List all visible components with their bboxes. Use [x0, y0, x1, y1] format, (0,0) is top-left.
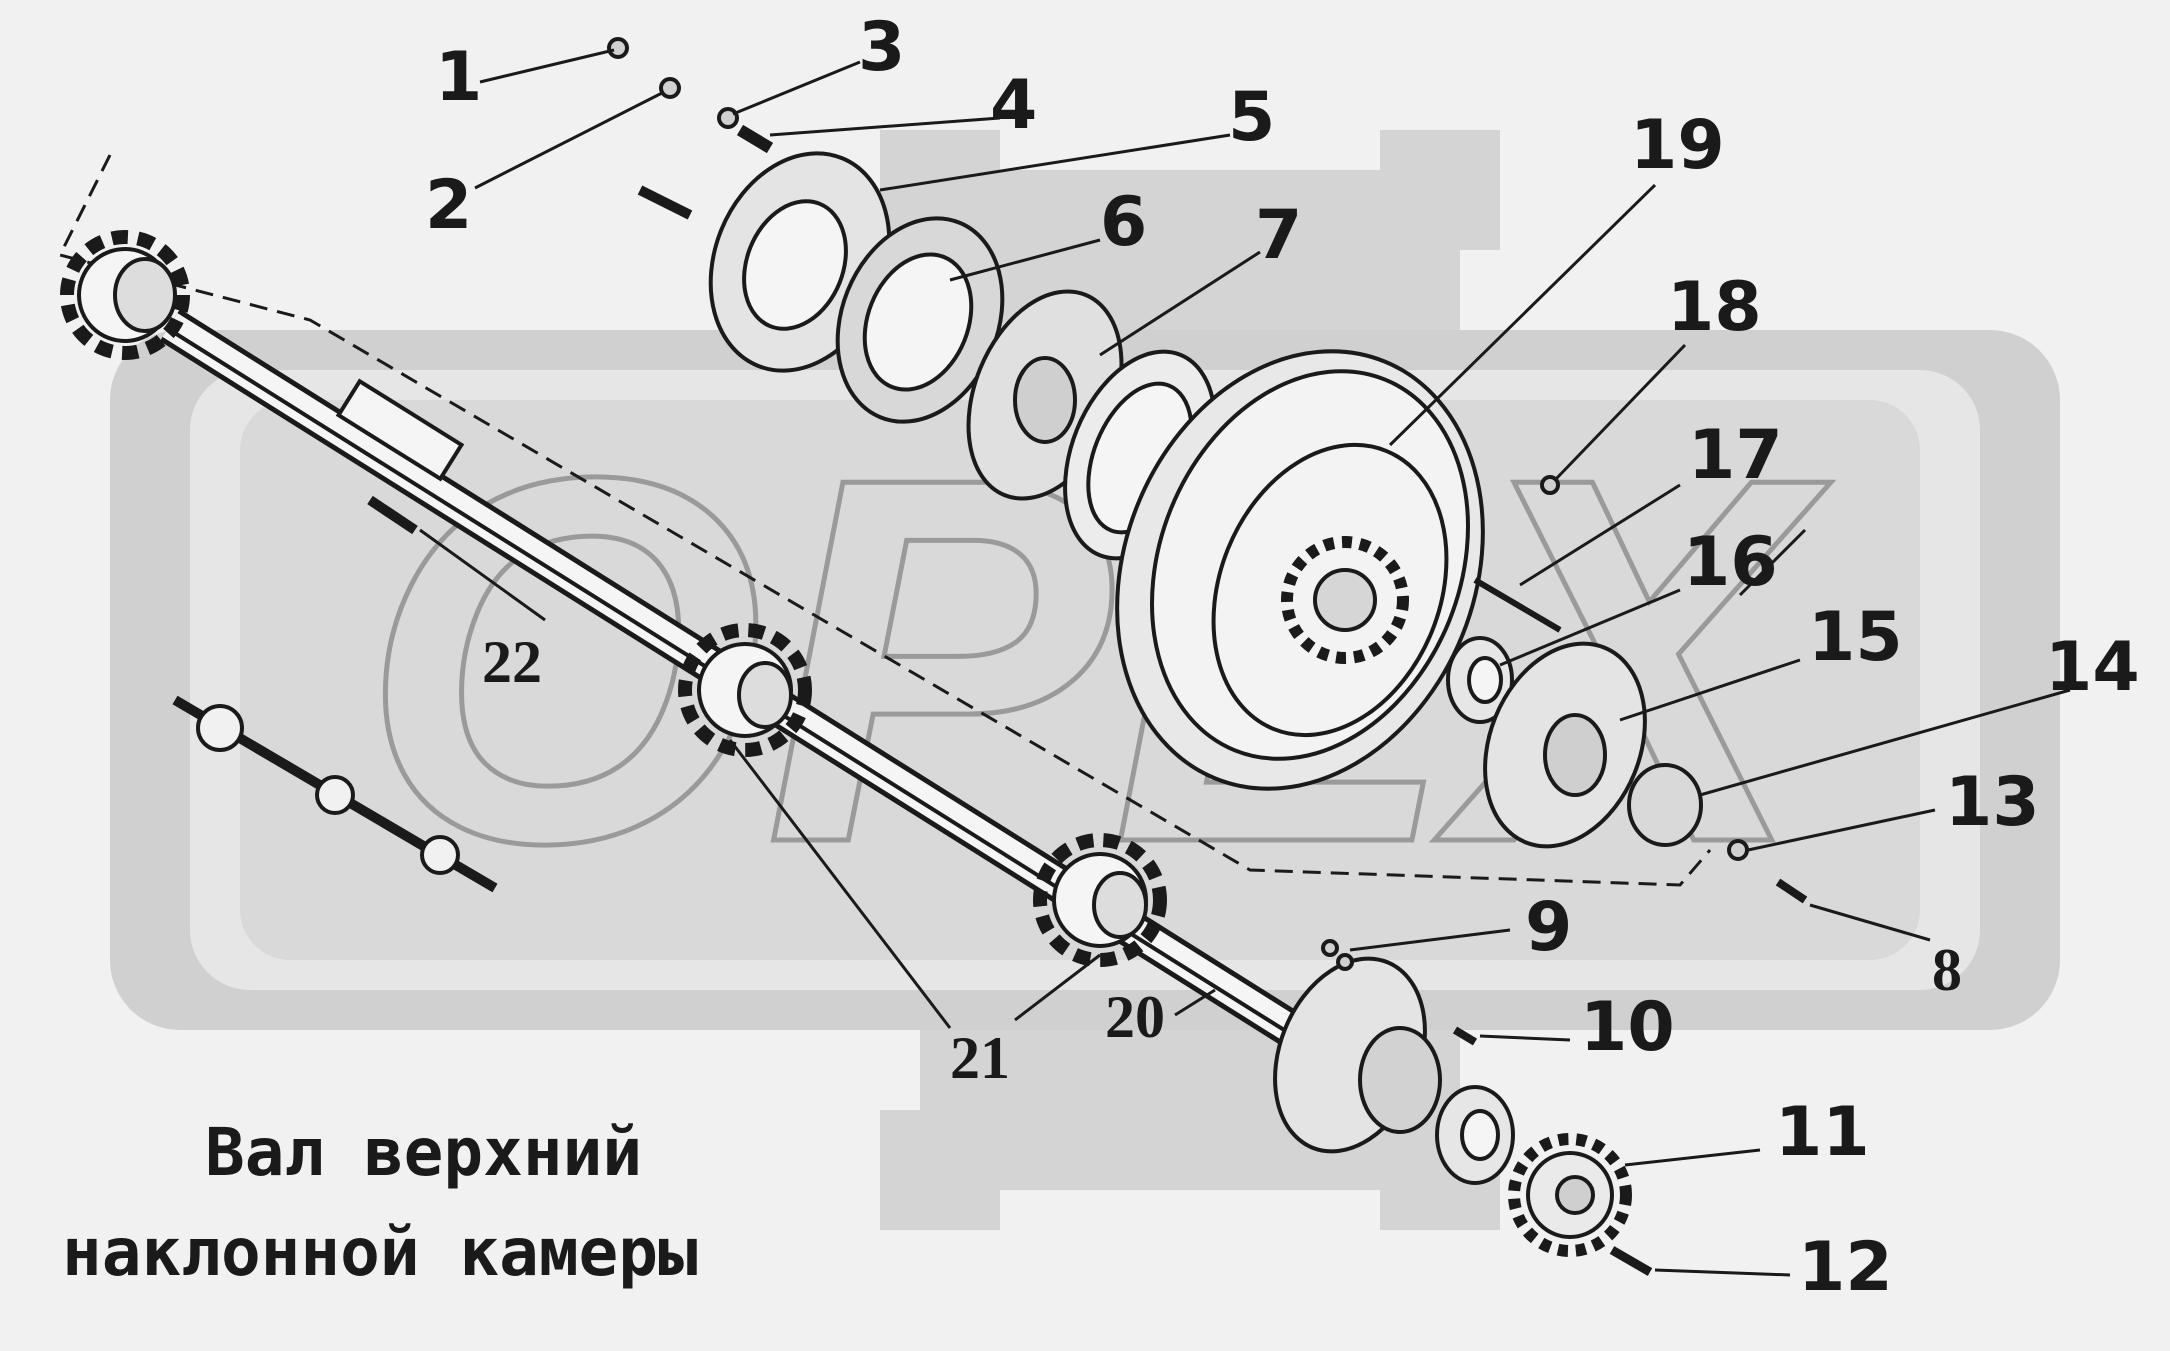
- callout-labels: 1 2 3 4 5 6 7 8 9 10 11 12 13 14 15 16 1…: [425, 8, 2140, 1307]
- callout-18: 18: [1667, 268, 1762, 347]
- nut-9: [1321, 939, 1339, 957]
- pin-22: [367, 495, 418, 535]
- caption-line-1: Вал верхний: [205, 1114, 642, 1191]
- callout-4: 4: [990, 66, 1037, 145]
- sprocket-11: [1508, 1133, 1632, 1257]
- callout-12: 12: [1798, 1228, 1893, 1307]
- pulley-19: [1115, 349, 1485, 791]
- nut-13: [1727, 839, 1749, 861]
- bolt-17: [1473, 577, 1562, 633]
- callout-2: 2: [425, 166, 472, 245]
- washer-9: [1336, 953, 1354, 971]
- bolt-8: [1775, 878, 1808, 904]
- callout-15: 15: [1808, 598, 1903, 677]
- callout-9: 9: [1525, 888, 1572, 967]
- callout-17: 17: [1688, 416, 1783, 495]
- callout-22: 22: [482, 629, 542, 695]
- callout-8: 8: [1932, 937, 1962, 1003]
- caption-line-2: наклонной камеры: [62, 1214, 698, 1291]
- callout-14: 14: [2045, 628, 2140, 707]
- sprocket-middle: [678, 623, 812, 757]
- pin-12: [1609, 1246, 1653, 1276]
- small-hardware: [367, 37, 1808, 1276]
- watermark-gear-tooth: [880, 1110, 1000, 1230]
- callout-3: 3: [858, 8, 905, 87]
- gasket-disc-6: [835, 216, 1005, 424]
- callout-13: 13: [1945, 763, 2040, 842]
- callout-1: 1: [435, 38, 482, 117]
- dashed-assembly-line: [57, 154, 1712, 887]
- nut-18: [1540, 475, 1560, 495]
- pin: [637, 185, 693, 220]
- leader-lines: [419, 48, 2071, 1277]
- callout-7: 7: [1255, 196, 1302, 275]
- stud-4: [736, 124, 774, 154]
- callout-10: 10: [1580, 988, 1675, 1067]
- watermark-gear-tooth: [1380, 130, 1500, 250]
- bearing-lower: [1435, 1085, 1515, 1185]
- callout-21: 21: [950, 1025, 1010, 1091]
- nut-1: [607, 37, 629, 59]
- callout-19: 19: [1630, 106, 1725, 185]
- hub-14: [1627, 763, 1703, 847]
- callout-16: 16: [1683, 523, 1778, 602]
- small-shaft: [172, 695, 498, 893]
- diagram-caption: Вал верхний наклонной камеры: [62, 1114, 698, 1291]
- sprocket-top-left: [60, 230, 190, 360]
- callout-6: 6: [1100, 183, 1147, 262]
- callout-11: 11: [1775, 1093, 1870, 1172]
- callout-20: 20: [1105, 984, 1165, 1050]
- sprocket-lower: [1033, 833, 1167, 967]
- washer-2: [659, 77, 681, 99]
- bolt-10: [1452, 1026, 1478, 1046]
- nut-3: [717, 107, 739, 129]
- bearing-flange-15: [1483, 641, 1647, 849]
- housing-lower: [1273, 956, 1442, 1154]
- bearing-16: [1446, 636, 1514, 724]
- watermark-logo: ОРЕХ: [110, 130, 2060, 1230]
- callout-5: 5: [1228, 78, 1275, 157]
